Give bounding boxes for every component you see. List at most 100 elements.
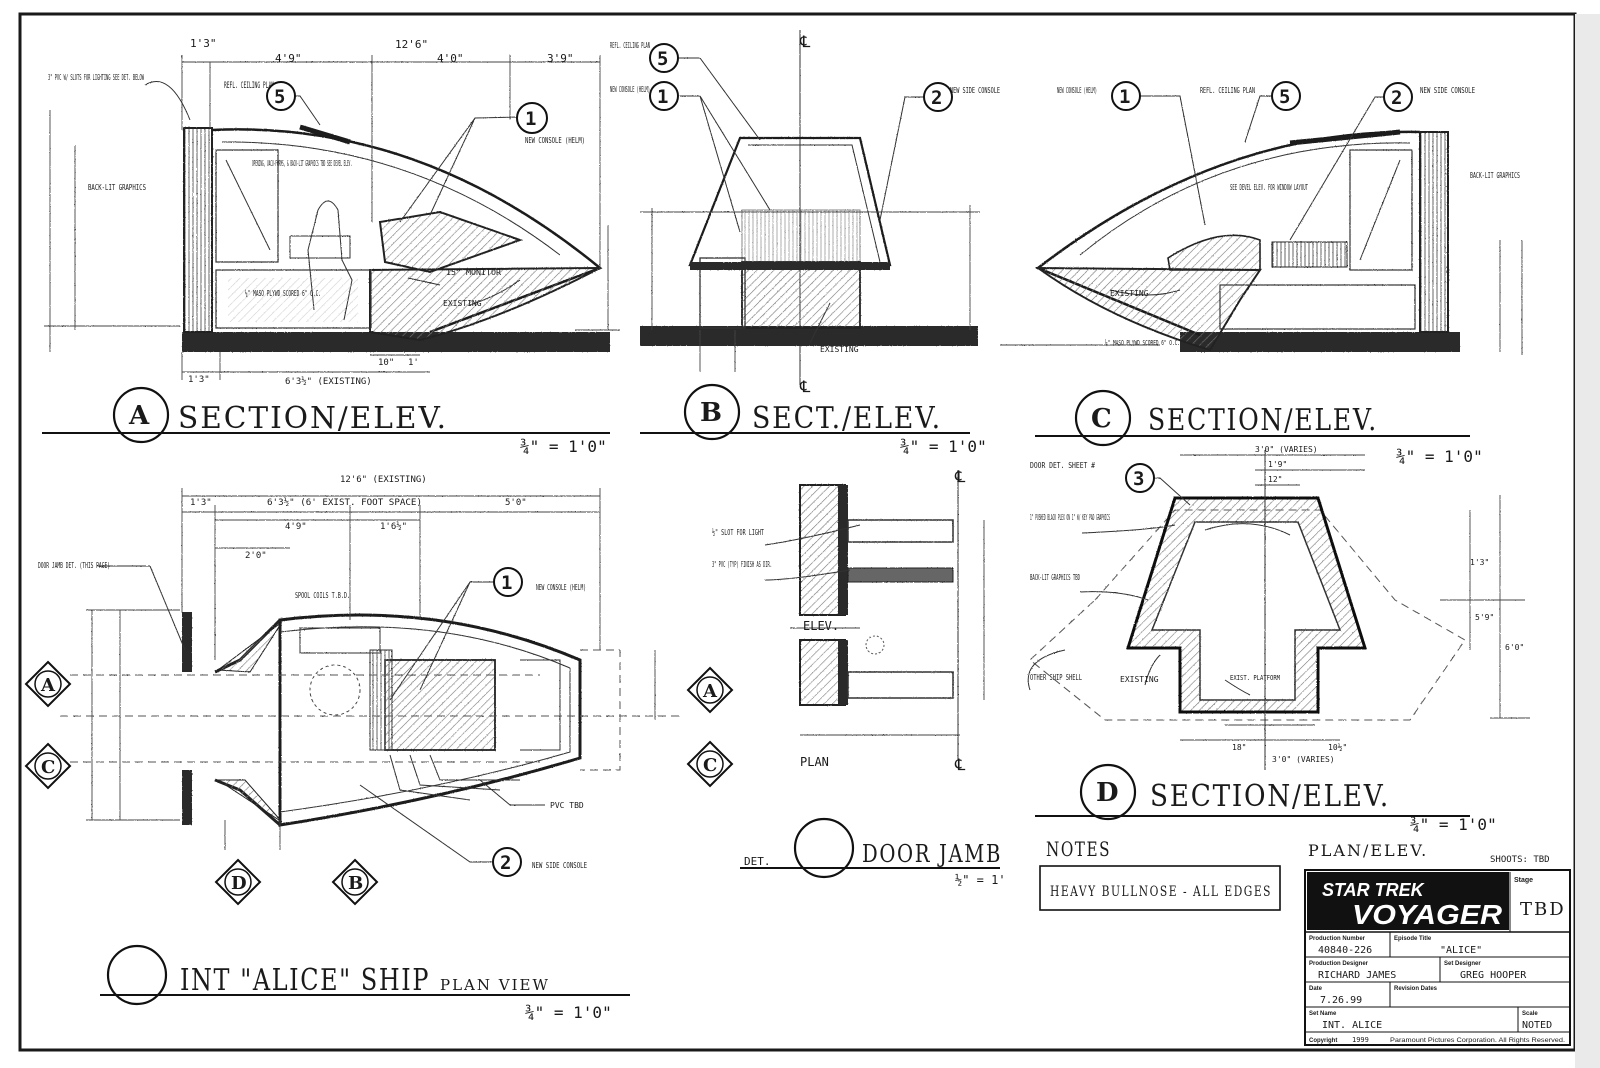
callout-d-existing: EXISTING — [1120, 675, 1159, 684]
callout-c-refl: REFL. CEILING PLAN — [1200, 86, 1255, 95]
view-b-labels: ℄ ℄ REFL. CEILING PLAN NEW CONSOLE (HELM… — [610, 32, 1000, 456]
view-d-letter: D — [1096, 778, 1121, 808]
door-jamb-scale: ½" = 1' — [955, 873, 1006, 887]
callout-c-side-console: NEW SIDE CONSOLE — [1420, 86, 1475, 95]
svg-text:2: 2 — [500, 852, 511, 874]
plan-view-drawing — [60, 488, 680, 863]
callout-b-existing: EXISTING — [820, 345, 859, 354]
svg-text:5: 5 — [657, 48, 668, 70]
callout-a-new-console: NEW CONSOLE (HELM) — [525, 136, 585, 145]
view-a-back-wall — [183, 127, 213, 333]
door-jamb-upper-wall — [799, 484, 846, 616]
copyright-label: Copyright — [1309, 1038, 1337, 1044]
callout-door-elev: ELEV. — [803, 619, 839, 633]
door-jamb-title: DOOR JAMB — [862, 840, 1002, 868]
production-designer: RICHARD JAMES — [1318, 970, 1396, 981]
view-c-bubble — [1074, 389, 1132, 447]
callout-a-pvc: 3" PVC W/ SLOTS FOR LIGHTING SEE DET. BE… — [48, 73, 144, 82]
brand-star-trek: STAR TREK — [1322, 880, 1426, 900]
view-c-nose — [1034, 266, 1262, 352]
view-b-centerline-bottom: ℄ — [799, 377, 811, 396]
dim-d-3: 12" — [1268, 475, 1282, 484]
door-centerline-bottom: ℄ — [954, 755, 966, 774]
door-jamb-labels: ℄ ℄ ½" SLOT FOR LIGHT 3" PVC (TYP) FINIS… — [712, 467, 1006, 887]
view-b-title: SECT./ELEV. — [752, 401, 942, 436]
episode-title: "ALICE" — [1440, 945, 1482, 956]
view-b-centerline-top: ℄ — [799, 32, 811, 51]
dim-d-9: 6'0" — [1505, 643, 1524, 652]
svg-text:2: 2 — [931, 87, 942, 109]
plan-marker-a-right: A — [686, 666, 734, 714]
callout-c-masonite: ¼" MASO PLYWD SCORED 6" O.C. — [1105, 339, 1180, 347]
plan-marker-d: D — [214, 858, 262, 906]
dim-d-1: 3'0" (VARIES) — [1255, 445, 1318, 454]
set-name: INT. ALICE — [1322, 1020, 1382, 1031]
scale-label: Scale — [1522, 1011, 1538, 1017]
notes-text: HEAVY BULLNOSE - ALL EDGES — [1050, 884, 1272, 900]
set-designer-label: Set Designer — [1444, 961, 1481, 967]
dim-a-total: 12'6" — [395, 38, 428, 51]
view-d-outer-shell — [1029, 509, 1466, 721]
svg-text:B: B — [348, 873, 365, 894]
production-designer-label: Production Designer — [1309, 961, 1369, 967]
dim-a-b3: 10" — [378, 358, 394, 368]
date-label: Date — [1309, 986, 1323, 992]
dim-d-4: 18" — [1232, 743, 1246, 752]
view-c-labels: NEW CONSOLE (HELM) REFL. CEILING PLAN NE… — [1035, 81, 1520, 466]
callout-d-platform: EXIST. PLATFORM — [1230, 674, 1280, 682]
view-d-bubble — [1079, 763, 1137, 821]
episode-title-label: Episode Title — [1394, 936, 1432, 942]
callout-d-backlit: BACK-LIT GRAPHICS TBD — [1030, 573, 1080, 582]
door-centerline-top: ℄ — [954, 467, 966, 486]
copyright-text: Paramount Pictures Corporation. All Righ… — [1390, 1038, 1565, 1044]
plan-door-jamb-bottom — [182, 770, 192, 825]
view-c-floor — [1180, 332, 1460, 352]
copyright-year: 1999 — [1352, 1036, 1369, 1044]
callout-c-see-devel: SEE DEVEL ELEV. FOR WINDOW LAYOUT — [1230, 183, 1308, 192]
revision-label: Revision Dates — [1394, 986, 1438, 992]
callout-door-pvc: 3" PVC (TYP) FINISH AS DIR. — [712, 560, 772, 569]
view-a-bubble — [112, 386, 170, 444]
view-a-scale: ¾" = 1'0" — [520, 437, 607, 456]
set-designer: GREG HOOPER — [1460, 970, 1527, 981]
svg-text:A: A — [702, 681, 719, 702]
callout-plan-side-console: NEW SIDE CONSOLE — [532, 861, 587, 870]
callout-a-refl: REFL. CEILING PLAN — [224, 81, 274, 91]
view-d-labels: 3'0" (VARIES) 1'9" 12" 18" 3'0" (VARIES)… — [1030, 445, 1524, 834]
svg-text:A: A — [40, 675, 57, 696]
shoots-label: SHOOTS: TBD — [1490, 855, 1550, 865]
callout-a-backlit: BACK-LIT GRAPHICS — [88, 183, 146, 192]
view-a-section-elevation — [44, 55, 620, 380]
door-jamb-prefix: DET. — [744, 855, 771, 868]
dim-d-6: 10½" — [1328, 742, 1347, 752]
scale-value: NOTED — [1522, 1020, 1552, 1031]
plan-marker-c-left: C — [24, 742, 72, 790]
callout-b-side-console: NEW SIDE CONSOLE — [950, 86, 1000, 95]
callout-b-refl: REFL. CEILING PLAN — [610, 41, 650, 50]
plan-dim-3: 5'0" — [505, 498, 527, 508]
plan-door-jamb-top — [182, 612, 192, 672]
door-jamb-lower-wall — [799, 639, 846, 706]
brand-voyager: VOYAGER — [1352, 899, 1503, 930]
dim-a-1: 1'3" — [190, 37, 217, 50]
door-jamb-bubble — [793, 817, 855, 879]
svg-text:1: 1 — [525, 108, 536, 130]
plan-dim-5: 1'6½" — [380, 521, 407, 532]
view-d-section-elevation — [1027, 450, 1530, 770]
plan-scale: ¾" = 1'0" — [525, 1003, 612, 1022]
dim-a-2: 4'9" — [275, 52, 302, 65]
svg-text:C: C — [703, 755, 719, 776]
svg-text:2: 2 — [1391, 87, 1402, 109]
view-c-console — [1167, 234, 1261, 271]
plan-dim-2: 6'3½" (6' EXIST. FOOT SPACE) — [267, 497, 422, 508]
plan-dim-total: 12'6" (EXISTING) — [340, 475, 427, 485]
dim-a-b4: 1' — [408, 358, 419, 368]
notes-block: NOTES HEAVY BULLNOSE - ALL EDGES PLAN/EL… — [1039, 837, 1550, 911]
plan-bubble — [106, 944, 168, 1006]
date-value: 7.26.99 — [1320, 995, 1362, 1006]
view-c-title: SECTION/ELEV. — [1148, 403, 1378, 438]
view-a-nose — [369, 267, 601, 342]
plan-marker-c-right: C — [686, 740, 734, 788]
view-b-letter: B — [700, 398, 724, 428]
